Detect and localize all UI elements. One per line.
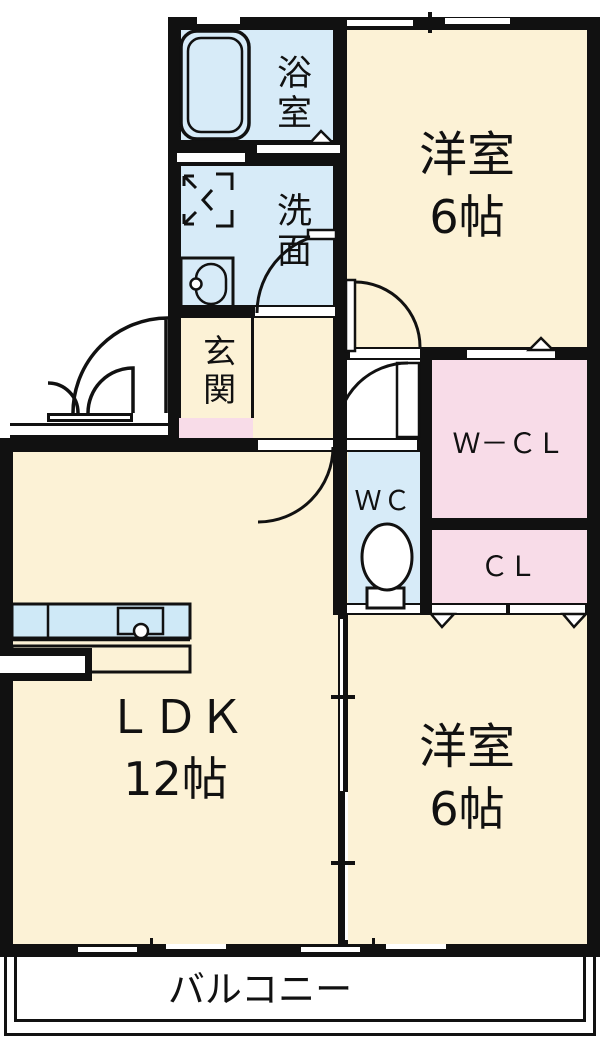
bath-folding-door-icon <box>307 129 337 145</box>
room-western-bottom-floor <box>338 603 587 957</box>
wc-label: ＷＣ <box>354 486 413 517</box>
entrance-frame-line <box>251 318 254 418</box>
entrance-door-swing-icon <box>47 316 169 414</box>
western-bottom-size: 6帖 <box>429 782 505 837</box>
ldk-window-b <box>166 944 226 949</box>
western-bottom-name: 洋室 <box>418 719 515 775</box>
room-western-top-floor <box>333 17 587 360</box>
ldk-size: 12帖 <box>123 752 228 807</box>
western-bottom-label: 洋室 6帖 <box>347 716 587 840</box>
bathroom-label: 浴室 <box>271 54 311 134</box>
sliding-door-tick-b <box>331 861 355 865</box>
wall-bath-left <box>168 17 181 452</box>
cl-folding-door-right-icon <box>560 612 589 629</box>
washing-machine-icon <box>182 172 234 228</box>
ldk-window-a <box>78 947 137 952</box>
wc-door-swing-icon <box>335 361 421 439</box>
wcl-label: Ｗ－ＣＬ <box>452 427 565 460</box>
ldk-door-swing-icon <box>257 446 335 524</box>
wcl-folding-door-icon <box>525 336 557 352</box>
wall-right <box>587 17 600 957</box>
bath-door-opening <box>257 145 340 153</box>
cl-door-slit-right <box>510 605 585 613</box>
cl-label: ＣＬ <box>480 550 537 583</box>
entrance-door-leaf <box>47 413 133 422</box>
sliding-door-line-a <box>340 619 343 791</box>
toilet-icon <box>360 522 414 610</box>
western-top-door-swing-icon <box>344 278 422 353</box>
washroom-door-opening <box>255 307 335 316</box>
sliding-door-line-b <box>345 792 348 940</box>
westbottom-window-a <box>301 947 360 952</box>
western-top-name: 洋室 <box>418 127 515 183</box>
cl-door-slit-left <box>432 605 506 613</box>
wc-door-opening <box>347 440 417 450</box>
balcony-inner-rail <box>14 957 586 1022</box>
sliding-door-tick-a <box>331 695 355 699</box>
washroom-door-swing-icon <box>255 228 338 314</box>
balcony-label: バルコニー <box>167 968 353 1011</box>
room-wcl-floor <box>420 347 587 530</box>
room-cl-floor <box>420 518 587 615</box>
westtop-window-b <box>445 18 510 24</box>
westtop-window-tick <box>428 12 432 33</box>
wall-wc-right <box>420 347 432 615</box>
bath-divider-slit <box>177 153 245 162</box>
bathtub-icon <box>179 29 251 141</box>
entrance-label: 玄関 <box>197 334 237 410</box>
wall-sliding-partition <box>338 615 348 944</box>
westtop-door-opening <box>350 349 420 358</box>
western-top-label: 洋室 6帖 <box>347 124 587 248</box>
wall-wcl-cl-divider <box>420 518 600 530</box>
wall-mid-vertical <box>333 17 347 615</box>
bath-window <box>197 17 240 24</box>
ldk-name: ＬＤＫ <box>106 690 245 744</box>
wall-left <box>0 438 13 957</box>
entrance-mat <box>179 418 253 438</box>
ldk-window-tick <box>150 938 153 959</box>
kitchen-counter-icon <box>0 602 192 681</box>
westtop-window-a <box>347 20 413 26</box>
wcl-door-slit <box>467 350 555 358</box>
washroom-label: 洗面 <box>271 192 311 272</box>
cl-folding-door-left-icon <box>428 612 457 629</box>
room-ldk-floor <box>0 438 348 957</box>
entrance-step <box>10 423 168 438</box>
westbottom-window-b <box>386 944 446 949</box>
ldk-label: ＬＤＫ 12帖 <box>13 686 338 810</box>
western-top-size: 6帖 <box>429 190 505 245</box>
washbasin-icon <box>179 256 235 310</box>
ldk-door-opening <box>258 440 333 450</box>
westbottom-window-tick <box>372 938 375 959</box>
